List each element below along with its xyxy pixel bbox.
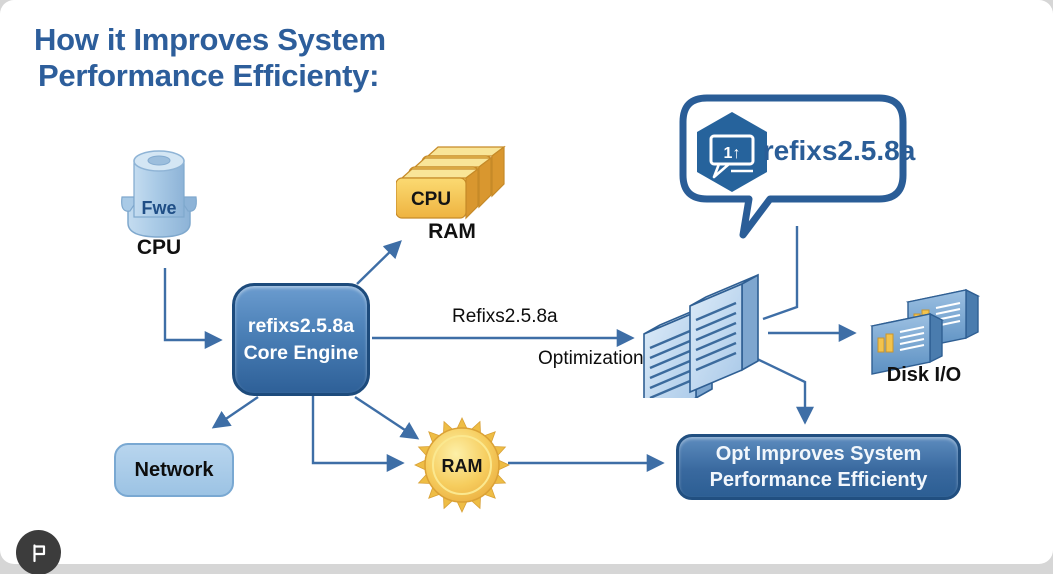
cpu-source-label: CPU	[136, 236, 182, 259]
edge-core-to-badge-diagonal	[354, 395, 420, 440]
edge-label-optimization: Optimization	[538, 348, 644, 369]
page-title: How it Improves System Performance Effic…	[34, 22, 474, 94]
edge-label-refixs: Refixs2.5.8a	[452, 306, 558, 327]
version-bubble: 1↑ refixs2.5.8a	[679, 94, 916, 239]
edge-docs-to-result	[752, 355, 814, 425]
report-flag-button[interactable]	[16, 530, 61, 574]
result-line1: Opt Improves System	[715, 443, 922, 465]
version-bubble-label: refixs2.5.8a	[763, 135, 916, 166]
result-line2: Performance Efficienty	[709, 469, 928, 491]
disk-io-icon	[870, 288, 981, 375]
page-title-line2: Performance Efficienty:	[38, 57, 380, 93]
ram-memory-icon: CPU	[396, 145, 506, 220]
edge-bubble-to-docs	[762, 226, 799, 321]
page-title-line1: How it Improves System	[34, 22, 386, 57]
cpu-cylinder-icon: Fwe	[121, 150, 197, 238]
core-engine-node: refixs2.5.8a Core Engine	[232, 283, 370, 396]
hexagon-glyph: 1↑	[724, 145, 741, 162]
core-engine-line2: Core Engine	[243, 341, 359, 364]
flag-icon	[32, 543, 45, 562]
result-node: Opt Improves System Performance Efficien…	[676, 434, 961, 500]
presentation-hexagon-icon: 1↑	[697, 112, 767, 192]
cpu-cylinder-text: Fwe	[141, 198, 176, 218]
ram-badge-label: RAM	[442, 456, 483, 476]
network-label: Network	[134, 458, 214, 481]
core-engine-line1: refixs2.5.8a	[247, 315, 355, 338]
ram-badge: RAM	[414, 417, 510, 513]
edge-core-to-network	[211, 396, 259, 429]
disk-io-label: Disk I/O	[886, 364, 962, 386]
edge-cpu-to-core	[163, 268, 223, 349]
edge-core-to-badge-elbow	[311, 396, 405, 472]
module-stack-icon	[643, 273, 759, 398]
ram-memory-label: RAM	[428, 220, 476, 243]
ram-memory-icon-text: CPU	[411, 189, 451, 210]
edge-core-to-ram-memory	[356, 240, 402, 285]
network-node: Network	[114, 443, 234, 497]
